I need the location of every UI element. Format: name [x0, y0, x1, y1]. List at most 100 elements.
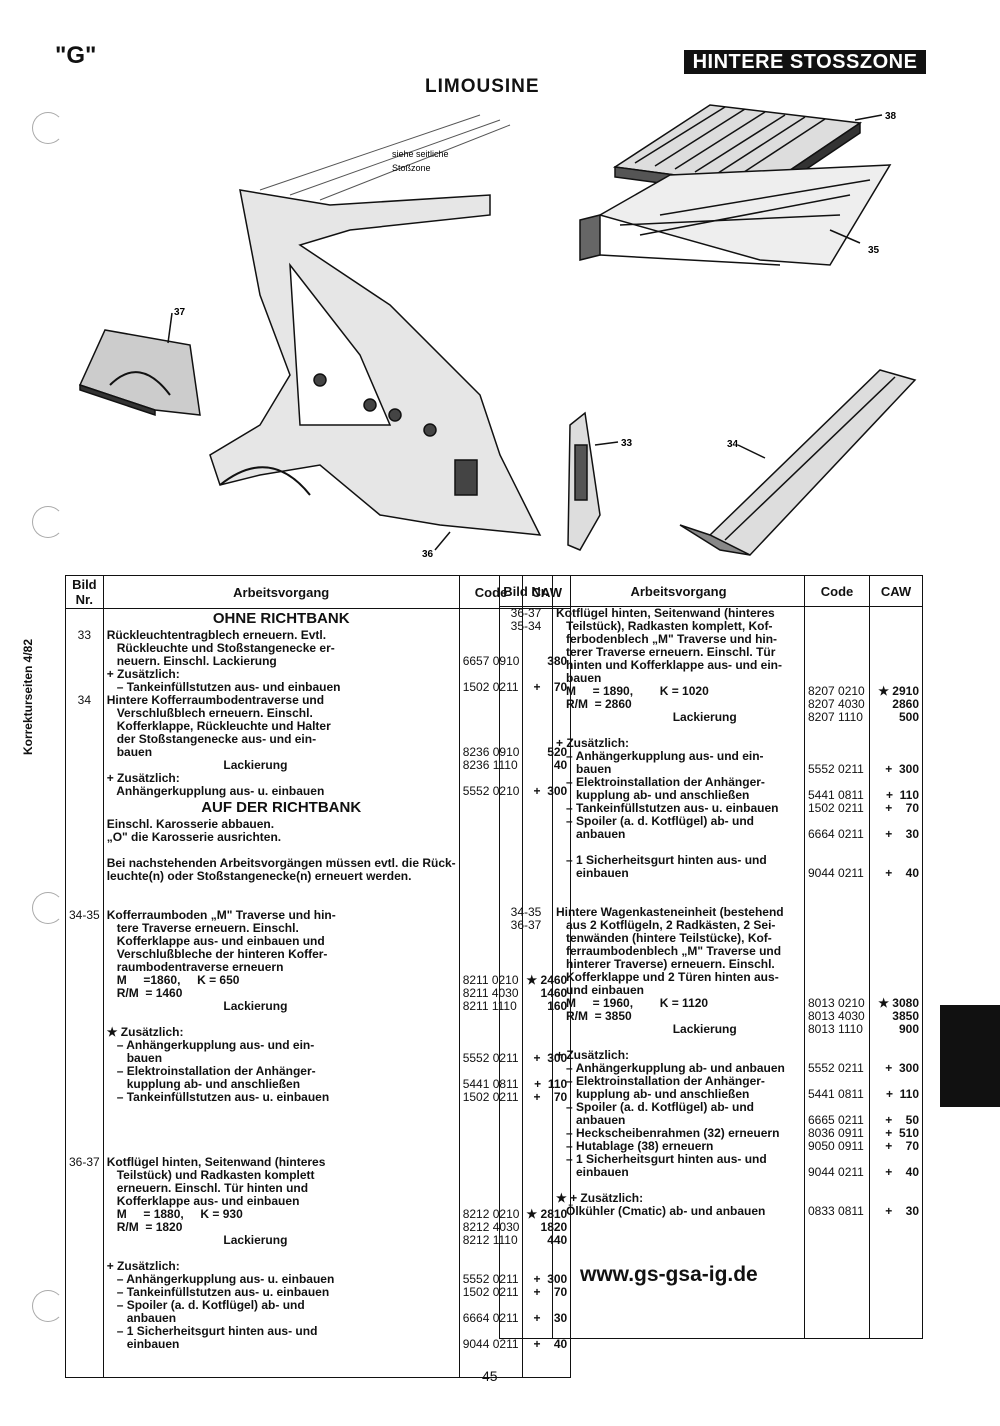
table-cell-caw: ★ 2910 — [878, 684, 919, 698]
table-cell-nr — [503, 1179, 549, 1192]
table-cell-work: – Spoiler (a. d. Kotflügel) ab- und — [106, 1298, 305, 1312]
table-cell-code: 5552 0211 — [808, 1061, 864, 1075]
table-cell-work: + Zusätzlich: — [106, 771, 180, 785]
table-cell-work: hinten und Kofferklappe aus- und ein- — [556, 658, 783, 672]
table-cell-code — [808, 1179, 866, 1192]
section-title: HINTERE STOSSZONE — [684, 50, 926, 74]
table-cell-work: tere Traverse erneuern. Einschl. — [106, 921, 299, 935]
table-cell-nr — [69, 1247, 100, 1260]
table-cell-work: Kofferklappe aus- und einbauen und — [106, 934, 325, 948]
table-cell-nr: 36-37 — [510, 606, 542, 620]
table-cell-nr — [69, 870, 100, 883]
table-cell-caw: + 110 — [885, 788, 919, 802]
table-cell-nr: 35-34 — [510, 619, 542, 633]
table-cell-work: tenwänden (hintere Teilstücke), Kof- — [556, 931, 772, 945]
table-cell-caw — [873, 906, 919, 919]
table-cell-nr — [503, 1023, 549, 1036]
table-cell-nr — [503, 776, 549, 789]
table-cell-work: – Heckscheibenrahmen (32) erneuern — [556, 1126, 780, 1140]
table-cell-nr — [503, 1205, 549, 1218]
col-header-nr: Bild Nr. — [65, 575, 104, 609]
taillight-bracket-drawing — [567, 411, 601, 551]
table-cell-caw — [873, 945, 919, 958]
table-cell-work: der Stoßstangenecke aus- und ein- — [106, 732, 317, 746]
table-cell-caw — [873, 620, 919, 633]
table-cell-caw: + 40 — [885, 866, 919, 880]
table-cell-caw — [873, 841, 919, 854]
table-cell-nr — [69, 642, 100, 655]
table-cell-work: Verschlußblech erneuern. Einschl. — [106, 706, 313, 720]
table-cell-code: 8207 0210 — [808, 684, 865, 698]
table-cell-nr — [503, 997, 549, 1010]
table-cell-caw: + 510 — [885, 1126, 919, 1140]
right-work-column: Kotflügel hinten, Seitenwand (hinteres T… — [552, 606, 805, 1339]
table-cell-code — [808, 919, 866, 932]
table-cell-work: hinterer Traverse) erneuern. Einschl. — [556, 957, 775, 971]
table-cell-caw: + 110 — [885, 1087, 919, 1101]
table-cell-nr — [69, 720, 100, 733]
table-cell-nr — [69, 987, 100, 1000]
table-cell-nr — [503, 685, 549, 698]
table-cell-work: Lackierung — [106, 758, 288, 772]
model-title: LIMOUSINE — [425, 76, 540, 97]
table-cell-nr — [503, 711, 549, 724]
table-cell-nr — [69, 883, 100, 896]
table-cell-work: bauen — [106, 745, 153, 759]
table-cell-nr — [503, 633, 549, 646]
table-cell-work: – 1 Sicherheitsgurt hinten aus- und — [556, 1152, 767, 1166]
table-cell-work: raumbodentraverse erneuern — [106, 960, 284, 974]
binder-hole — [32, 1290, 64, 1322]
table-cell-code — [808, 958, 866, 971]
table-cell-work: Hintere Wagenkasteneinheit (bestehend — [556, 905, 784, 919]
table-cell-code: 0833 0811 — [808, 1204, 864, 1218]
website-link[interactable]: www.gs-gsa-ig.de — [580, 1263, 758, 1286]
table-cell-nr — [69, 974, 100, 987]
label-33: 33 — [621, 438, 633, 449]
table-cell-work: Kofferraumboden „M" Traverse und hin- — [106, 908, 336, 922]
table-cell-nr — [69, 655, 100, 668]
table-cell-caw — [873, 971, 919, 984]
table-cell-code — [808, 971, 866, 984]
table-cell-code — [808, 737, 866, 750]
table-cell-nr — [69, 831, 100, 844]
table-cell-work: ferbodenblech „M" Traverse und hin- — [556, 632, 778, 646]
table-cell-work: Rückleuchte und Stoßstangenecke er- — [106, 641, 335, 655]
table-cell-work: Teilstück), Radkasten komplett, Kof- — [556, 619, 773, 633]
table-cell-work: Kofferklappe, Rückleuchte und Halter — [106, 719, 331, 733]
table-cell-nr — [503, 1153, 549, 1166]
table-cell-work: ★ + Zusätzlich: — [556, 1191, 644, 1205]
table-cell-caw — [873, 659, 919, 672]
table-cell-work: AUF DER RICHTBANK — [201, 799, 362, 816]
table-cell-work — [107, 1104, 456, 1117]
table-cell-nr — [69, 1338, 100, 1351]
table-cell-caw: + 30 — [885, 827, 919, 841]
binder-hole — [32, 506, 64, 538]
table-cell-work: – Tankeinfüllstutzen aus- u. einbauen — [106, 1285, 330, 1299]
table-cell-nr — [69, 1182, 100, 1195]
table-cell-nr — [503, 1049, 549, 1062]
table-cell-code — [808, 1036, 866, 1049]
table-cell-code: 8207 4030 — [808, 697, 865, 711]
table-cell-nr — [503, 841, 549, 854]
table-cell-nr — [503, 646, 549, 659]
table-cell-nr — [503, 971, 549, 984]
table-cell-code — [808, 659, 866, 672]
table-cell-nr — [69, 1065, 100, 1078]
table-cell-caw: + 40 — [885, 1165, 919, 1179]
table-cell-nr — [69, 1351, 100, 1364]
table-cell-work: „O" die Karosserie ausrichten. — [106, 830, 282, 844]
page-number: 45 — [482, 1368, 498, 1384]
col-header-work: Arbeitsvorgang — [552, 575, 805, 607]
table-cell-caw: ★ 3080 — [878, 996, 919, 1010]
table-cell-nr: 34 — [77, 693, 92, 707]
table-cell-nr — [503, 1088, 549, 1101]
table-cell-work: – 1 Sicherheitsgurt hinten aus- und — [556, 853, 767, 867]
table-cell-code — [808, 932, 866, 945]
table-cell-nr — [503, 1140, 549, 1153]
label-35: 35 — [868, 245, 880, 256]
side-note-text: Korrekturseiten 4/82 — [21, 638, 36, 756]
table-cell-work: anbauen — [556, 827, 626, 841]
table-cell-caw — [873, 958, 919, 971]
